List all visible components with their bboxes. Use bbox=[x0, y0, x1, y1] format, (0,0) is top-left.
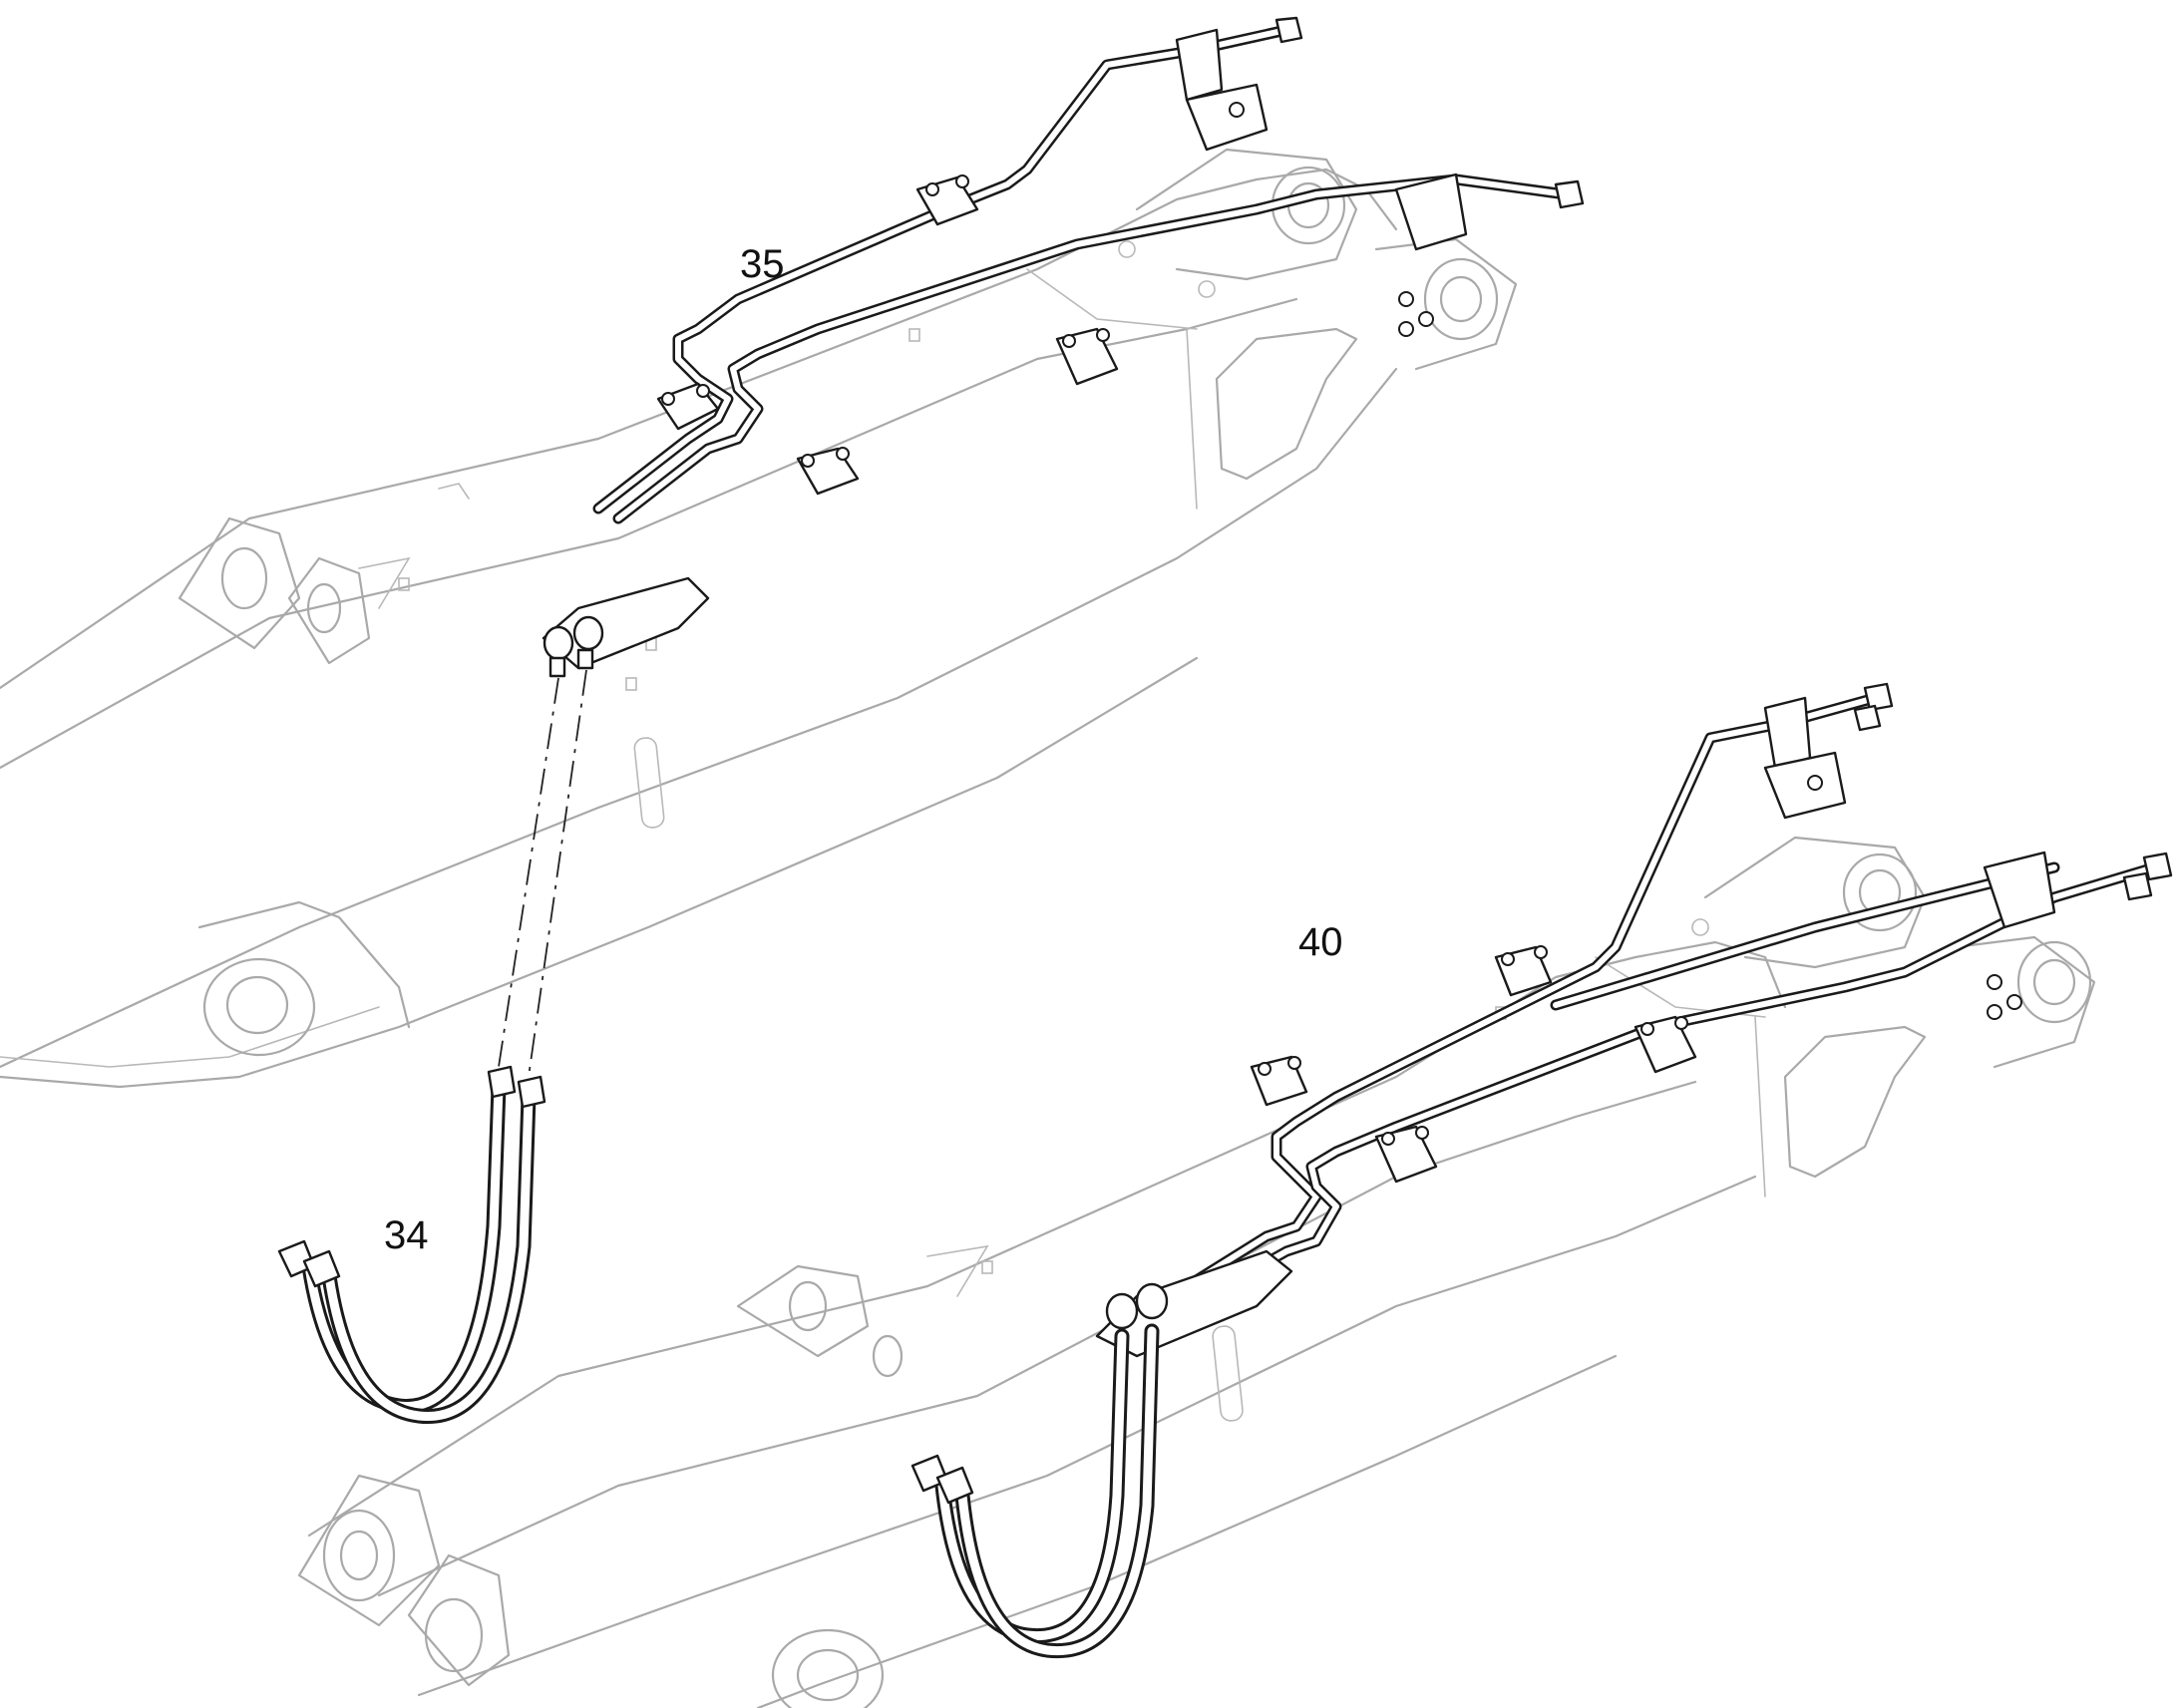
upper-clamp-2 bbox=[915, 174, 979, 226]
upper-manifold-block bbox=[542, 576, 710, 678]
upper-front-bracket bbox=[1175, 28, 1468, 337]
loose-hose-assembly bbox=[277, 1065, 546, 1424]
upper-clamp-3 bbox=[796, 447, 860, 496]
callout-34: 34 bbox=[384, 1213, 429, 1257]
lower-boom-structure bbox=[297, 836, 2096, 1708]
lower-pipe-assembly bbox=[910, 682, 2173, 1659]
callout-40: 40 bbox=[1298, 920, 1343, 964]
lower-clamp-3 bbox=[1374, 1125, 1438, 1184]
lower-front-bracket bbox=[1763, 696, 2056, 1020]
callout-35: 35 bbox=[740, 242, 785, 286]
upper-pipe-assembly bbox=[542, 16, 1585, 678]
upper-clamp-1 bbox=[656, 382, 720, 431]
lower-clamp-4 bbox=[1634, 1015, 1697, 1074]
lower-clamp-1 bbox=[1250, 1055, 1308, 1107]
lower-clamp-2 bbox=[1494, 945, 1553, 997]
upper-clamp-4 bbox=[1055, 327, 1119, 386]
upper-boom-structure bbox=[0, 148, 1518, 1089]
connection-lines bbox=[498, 669, 587, 1078]
